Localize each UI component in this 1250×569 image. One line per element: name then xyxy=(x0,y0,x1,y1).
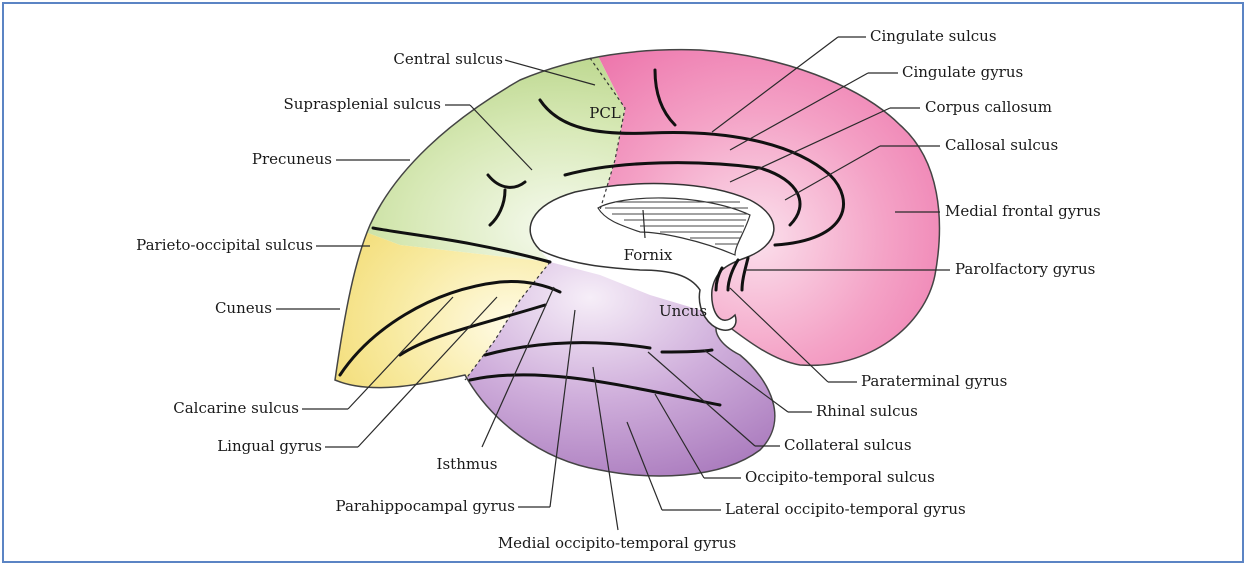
label-paraterminal-gyrus: Paraterminal gyrus xyxy=(861,372,1007,390)
label-cingulate-sulcus: Cingulate sulcus xyxy=(870,27,997,45)
label-lateral-occipito-temporal-gyrus: Lateral occipito-temporal gyrus xyxy=(725,500,966,518)
label-medial-frontal-gyrus: Medial frontal gyrus xyxy=(945,202,1101,220)
label-precuneus: Precuneus xyxy=(252,150,332,168)
label-pcl: PCL xyxy=(589,104,621,122)
label-uncus: Uncus xyxy=(659,302,707,320)
label-calcarine-sulcus: Calcarine sulcus xyxy=(173,399,299,417)
label-parolfactory-gyrus: Parolfactory gyrus xyxy=(955,260,1095,278)
label-fornix: Fornix xyxy=(624,246,673,264)
label-callosal-sulcus: Callosal sulcus xyxy=(945,136,1058,154)
label-central-sulcus: Central sulcus xyxy=(393,50,503,68)
label-isthmus: Isthmus xyxy=(437,455,498,473)
label-lingual-gyrus: Lingual gyrus xyxy=(217,437,322,455)
label-corpus-callosum: Corpus callosum xyxy=(925,98,1052,116)
label-rhinal-sulcus: Rhinal sulcus xyxy=(816,402,918,420)
label-collateral-sulcus: Collateral sulcus xyxy=(784,436,912,454)
label-parieto-occipital-sulcus: Parieto-occipital sulcus xyxy=(136,236,313,254)
label-cingulate-gyrus: Cingulate gyrus xyxy=(902,63,1023,81)
label-parahippocampal-gyrus: Parahippocampal gyrus xyxy=(336,497,515,515)
label-medial-occipito-temporal-gyrus: Medial occipito-temporal gyrus xyxy=(498,534,736,552)
label-suprasplenial-sulcus: Suprasplenial sulcus xyxy=(283,95,441,113)
label-cuneus: Cuneus xyxy=(215,299,272,317)
label-occipito-temporal-sulcus: Occipito-temporal sulcus xyxy=(745,468,935,486)
